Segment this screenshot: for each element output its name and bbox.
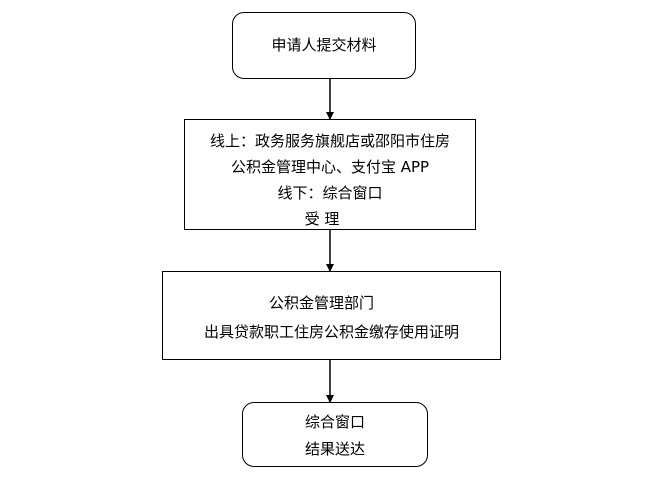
node-acceptance-line-2: 公积金管理中心、支付宝 APP — [230, 158, 430, 176]
node-result-delivery-line-1: 综合窗口 — [304, 413, 365, 431]
node-result-delivery-line-2: 结果送达 — [304, 440, 365, 458]
node-acceptance: 线上：政务服务旗舰店或邵阳市住房 公积金管理中心、支付宝 APP 线下：综合窗口… — [184, 119, 476, 230]
node-acceptance-line-1: 线上：政务服务旗舰店或邵阳市住房 — [209, 132, 450, 150]
node-fund-department-line-2: 出具贷款职工住房公积金缴存使用证明 — [203, 323, 459, 341]
node-submit-materials-text: 申请人提交材料 — [271, 36, 377, 54]
node-acceptance-line-3: 线下：综合窗口 — [277, 184, 383, 202]
node-fund-department-line-1: 公积金管理部门 — [268, 294, 374, 312]
node-acceptance-line-4: 受 理 — [304, 210, 340, 228]
node-fund-department: 公积金管理部门 出具贷款职工住房公积金缴存使用证明 — [162, 271, 501, 360]
node-result-delivery: 综合窗口 结果送达 — [242, 402, 428, 467]
node-submit-materials: 申请人提交材料 — [232, 12, 416, 79]
